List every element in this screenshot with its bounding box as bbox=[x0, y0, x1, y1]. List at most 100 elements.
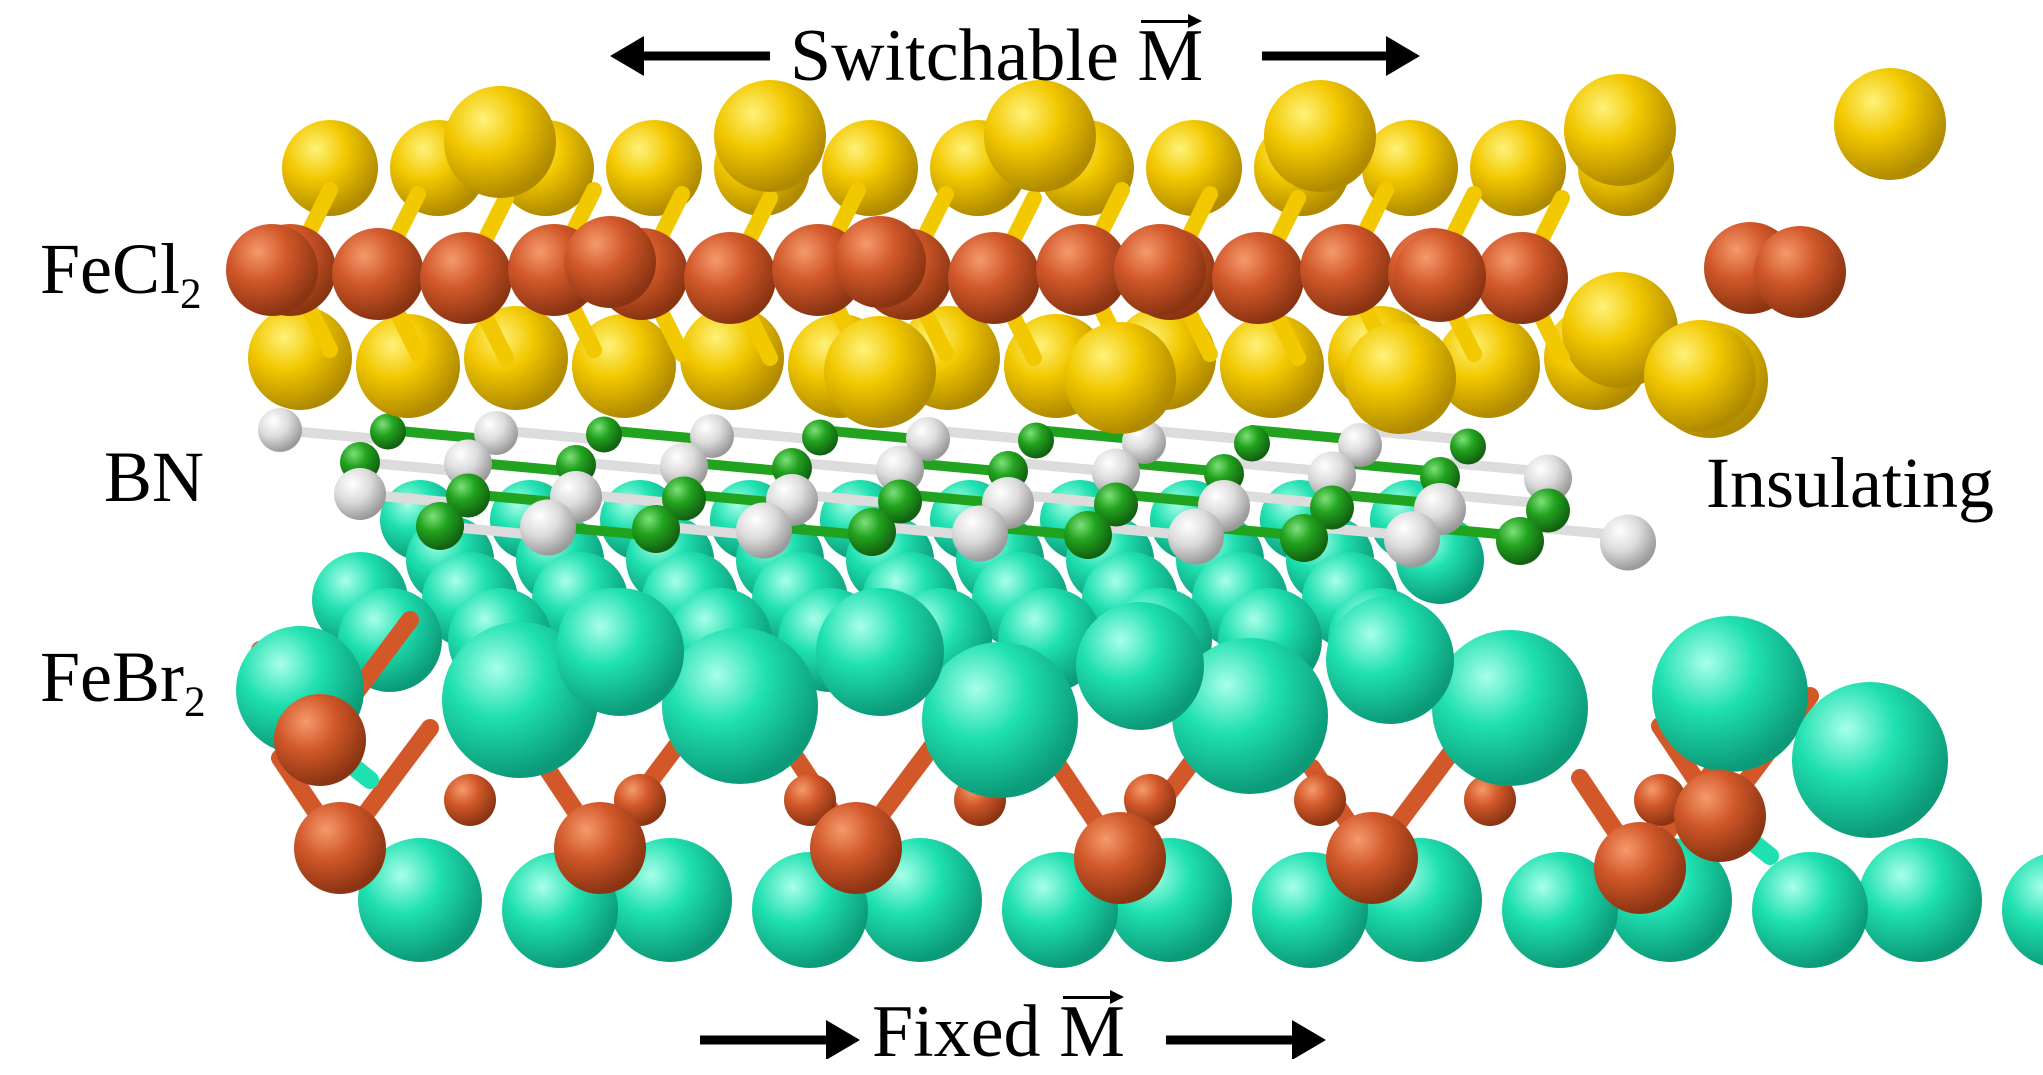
nitrogen-atom bbox=[1094, 482, 1138, 527]
boron-atom bbox=[1092, 448, 1140, 497]
arrow-head bbox=[610, 36, 644, 76]
chlorine-atom bbox=[282, 120, 378, 216]
m-vector-symbol: M bbox=[1137, 13, 1204, 97]
iron-atom bbox=[1300, 224, 1392, 316]
iron-atom bbox=[1114, 224, 1206, 316]
iron-atom bbox=[1754, 226, 1846, 318]
chlorine-atom bbox=[1644, 320, 1756, 432]
nitrogen-atom bbox=[370, 413, 406, 450]
bromine-atom bbox=[1172, 638, 1328, 794]
bromine-atom bbox=[556, 588, 684, 716]
boron-atom bbox=[334, 468, 386, 520]
bromine-atom bbox=[2002, 854, 2043, 966]
chlorine-atom bbox=[356, 314, 460, 418]
boron-atom bbox=[258, 408, 302, 452]
nitrogen-atom bbox=[1018, 422, 1054, 459]
chlorine-atom bbox=[1344, 322, 1456, 434]
iron-atom bbox=[684, 232, 776, 324]
nitrogen-atom bbox=[802, 419, 838, 456]
fecl2-label: FeCl2 bbox=[40, 229, 202, 319]
nitrogen-atom bbox=[1280, 514, 1328, 562]
chlorine-atom bbox=[572, 314, 676, 418]
bromine-atom bbox=[1858, 838, 1982, 962]
bromine-atom bbox=[816, 588, 944, 716]
boron-atom bbox=[952, 505, 1008, 562]
bromine-atom bbox=[1652, 616, 1808, 772]
iron-atom bbox=[1476, 232, 1568, 324]
nitrogen-atom bbox=[1450, 428, 1486, 465]
iron-atom bbox=[784, 774, 836, 826]
iron-atom bbox=[1674, 770, 1766, 862]
boron-atom bbox=[690, 414, 734, 458]
magnetization-arrows bbox=[610, 36, 1420, 1059]
chlorine-atom bbox=[444, 86, 556, 198]
chlorine-atom bbox=[1470, 120, 1566, 216]
iron-atom bbox=[554, 802, 646, 894]
arrow-head bbox=[1292, 1020, 1326, 1059]
iron-atom bbox=[1294, 774, 1346, 826]
nitrogen-atom bbox=[1526, 488, 1570, 533]
arrow-head bbox=[826, 1020, 860, 1059]
febr2-label: FeBr2 bbox=[40, 637, 206, 727]
bromine-atom bbox=[358, 838, 482, 962]
chlorine-atom bbox=[1264, 80, 1376, 192]
bromine-atom bbox=[662, 628, 818, 784]
bromine-atom bbox=[1432, 630, 1588, 786]
iron-atom bbox=[444, 774, 496, 826]
bn-layer bbox=[258, 408, 1656, 571]
chlorine-atom bbox=[714, 80, 826, 192]
b-n-bond bbox=[1355, 425, 1473, 445]
iron-atom bbox=[564, 216, 656, 308]
iron-atom bbox=[1594, 822, 1686, 914]
iron-atom bbox=[226, 224, 318, 316]
chlorine-atom bbox=[248, 306, 352, 410]
m-vector-symbol: M bbox=[1059, 989, 1125, 1073]
boron-atom bbox=[1308, 451, 1356, 500]
iron-atom bbox=[1634, 774, 1686, 826]
nitrogen-atom bbox=[632, 505, 680, 553]
bromine-atom bbox=[1792, 682, 1948, 838]
chlorine-atom bbox=[606, 120, 702, 216]
iron-atom bbox=[294, 802, 386, 894]
boron-atom bbox=[906, 417, 950, 461]
iron-atom bbox=[810, 802, 902, 894]
chlorine-atom bbox=[824, 316, 936, 428]
iron-atom bbox=[1464, 774, 1516, 826]
nitrogen-atom bbox=[416, 502, 464, 550]
boron-atom bbox=[1524, 454, 1572, 503]
iron-atom bbox=[1212, 232, 1304, 324]
nitrogen-atom bbox=[586, 416, 622, 453]
boron-atom bbox=[474, 411, 518, 455]
bromine-atom bbox=[922, 642, 1078, 798]
iron-atom bbox=[1394, 230, 1486, 322]
nitrogen-atom bbox=[1496, 517, 1544, 565]
febr2-layer bbox=[236, 480, 2043, 968]
chlorine-atom bbox=[1064, 322, 1176, 434]
boron-atom bbox=[1168, 508, 1224, 565]
boron-atom bbox=[444, 439, 492, 488]
iron-atom bbox=[948, 232, 1040, 324]
fecl2-layer bbox=[226, 68, 1946, 438]
bromine-atom bbox=[1076, 602, 1204, 730]
iron-atom bbox=[1036, 224, 1128, 316]
iron-atom bbox=[274, 694, 366, 786]
chlorine-atom bbox=[1146, 120, 1242, 216]
nitrogen-atom bbox=[848, 508, 896, 556]
boron-atom bbox=[1338, 423, 1382, 467]
nitrogen-atom bbox=[1310, 485, 1354, 530]
chlorine-atom bbox=[1564, 74, 1676, 186]
iron-atom bbox=[1124, 774, 1176, 826]
bromine-atom bbox=[1326, 596, 1454, 724]
boron-atom bbox=[876, 445, 924, 494]
iron-atom bbox=[1326, 812, 1418, 904]
iron-atom bbox=[834, 216, 926, 308]
iron-atom bbox=[332, 228, 424, 320]
chlorine-atom bbox=[1220, 314, 1324, 418]
boron-atom bbox=[1600, 514, 1656, 571]
boron-atom bbox=[660, 442, 708, 491]
iron-atom bbox=[1074, 812, 1166, 904]
bn-label: BN bbox=[104, 437, 205, 517]
insulating-label: Insulating bbox=[1706, 443, 1994, 523]
nitrogen-atom bbox=[1064, 511, 1112, 559]
